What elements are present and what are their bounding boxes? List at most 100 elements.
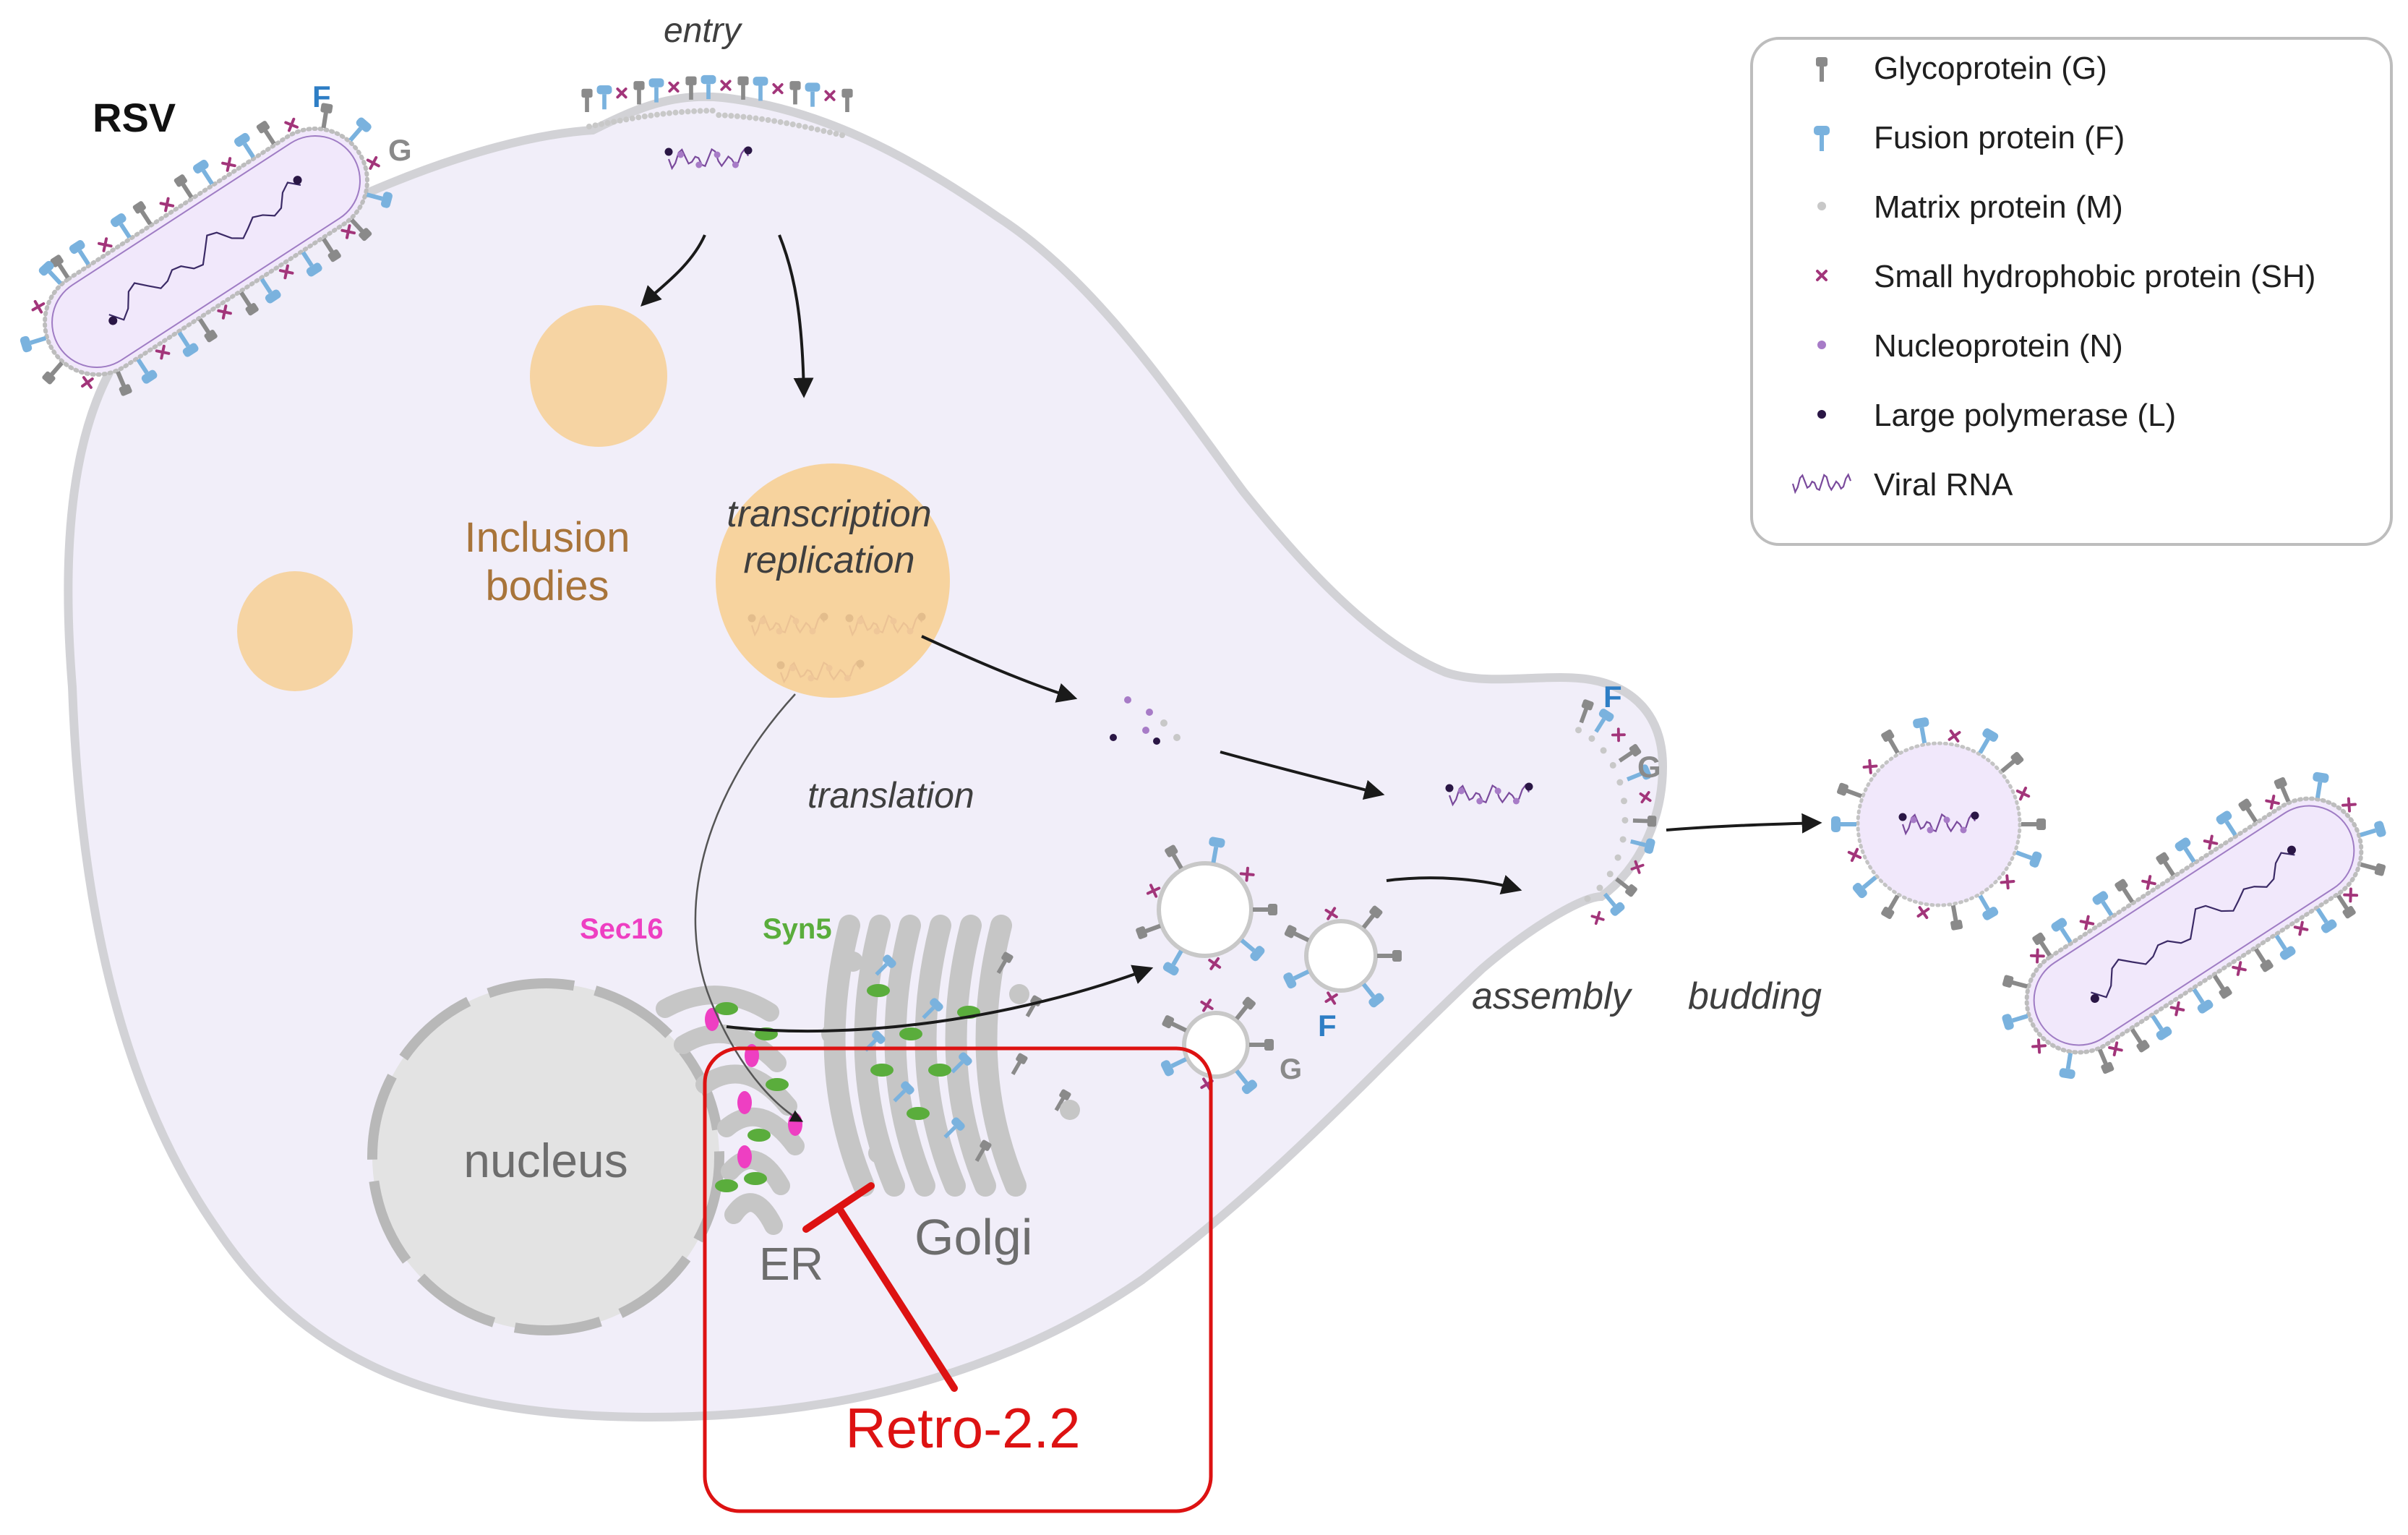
glycoprotein-icon [1880, 728, 1903, 756]
matrix-protein-dot [592, 122, 599, 129]
nucleoprotein-dot [1960, 826, 1967, 834]
virion-f-label: F [312, 80, 331, 114]
glycoprotein-icon [841, 88, 853, 112]
fusion-protein-icon [753, 77, 768, 101]
ribonucleoprotein-entry [664, 146, 753, 171]
polymerase-dot [1898, 813, 1907, 821]
legend-item-label: Matrix protein (M) [1874, 189, 2123, 225]
entry-label: entry [664, 12, 743, 50]
fusion-protein-icon [596, 85, 612, 110]
transport-vesicle [1282, 905, 1402, 1009]
fusion-protein-icon [2001, 1008, 2031, 1031]
matrix-protein-dot [1575, 727, 1582, 734]
golgi-vesicle [1009, 984, 1029, 1004]
nucleoprotein-dot [1512, 798, 1520, 805]
er-cisterna [721, 1150, 790, 1195]
translated-protein-dot [1160, 719, 1167, 727]
replication-label: replication [743, 539, 914, 581]
matrix-protein-dot [703, 108, 710, 114]
assembly-label: assembly [1472, 975, 1633, 1017]
fusion-protein-icon [2357, 820, 2387, 843]
syn5-marker [715, 1179, 738, 1192]
matrix-protein-dot [1616, 779, 1624, 786]
nucleus-label: nucleus [463, 1134, 628, 1187]
legend-item-label: Glycoprotein (G) [1874, 51, 2107, 86]
nucleoprotein-dot [695, 161, 703, 168]
golgi-label: Golgi [914, 1209, 1032, 1265]
matrix-protein-dot [721, 112, 728, 119]
glycoprotein-icon [633, 81, 645, 105]
matrix-protein-dot [709, 108, 716, 114]
vesicle-g-label: G [1280, 1053, 1302, 1085]
matrix-protein-dot [728, 113, 734, 119]
transport-vesicle [1160, 996, 1274, 1096]
matrix-protein-dot [691, 108, 698, 114]
virion-g-label: G [388, 133, 412, 167]
translation-label: translation [807, 775, 974, 816]
golgi-apparatus [821, 915, 1080, 1197]
fusion-protein-icon [2058, 1051, 2078, 1079]
legend-item: Nucleoprotein (N) [1817, 328, 2123, 364]
syn5-marker [870, 1064, 894, 1077]
translated-protein-dot [1153, 737, 1160, 745]
matrix-protein-dot [802, 124, 808, 130]
arrow-replication-to-proteins [921, 635, 1078, 703]
matrix-protein-dot [648, 112, 654, 119]
matrix-protein-dot [629, 115, 635, 121]
nucleoprotein-dot [714, 151, 721, 158]
polymerase-dot [1445, 784, 1454, 792]
matrix-protein-dot [771, 118, 778, 124]
matrix-protein-dot [746, 114, 753, 121]
small-hydrophobic-protein-icon [2169, 1001, 2185, 1017]
matrix-protein-dot [586, 124, 592, 129]
small-hydrophobic-protein-icon [824, 90, 836, 101]
legend-item: Large polymerase (L) [1817, 398, 2176, 433]
er-cisterna [717, 1107, 805, 1155]
legend-item-label: Small hydrophobic protein (SH) [1874, 259, 2315, 294]
glycoprotein-icon [2359, 858, 2386, 877]
small-hydrophobic-protein-icon [81, 376, 94, 389]
sec16-marker [737, 1145, 752, 1168]
nucleoprotein-dot [1494, 787, 1501, 795]
arrow-entry-to-inclusion [640, 234, 706, 307]
matrix-protein-dot [1584, 895, 1591, 902]
matrix-protein-dot [654, 111, 660, 118]
matrix-protein-dot [808, 125, 815, 132]
matrix-protein-dot [611, 119, 617, 125]
golgi-cisterna [914, 915, 966, 1197]
translated-protein-dot [1173, 734, 1181, 741]
golgi-vesicle [821, 1024, 841, 1044]
legend-box [1750, 37, 2393, 546]
small-hydrophobic-protein-icon [221, 157, 236, 172]
arrow-assembly-to-budding [1666, 813, 1822, 834]
matrix-protein-dot [672, 109, 679, 116]
matrix-protein-dot [617, 117, 623, 124]
small-hydrophobic-protein-icon [2031, 1038, 2047, 1054]
inhibitor-label: Retro-2.2 [845, 1396, 1080, 1460]
small-hydrophobic-protein-icon [2141, 875, 2156, 890]
matrix-protein-dot [666, 110, 672, 116]
small-hydrophobic-protein-icon [2265, 795, 2280, 810]
syn5-marker [747, 1129, 771, 1142]
golgi-cisterna [823, 915, 875, 1197]
arrow-vesicles-to-assembly [1386, 875, 1522, 894]
polymerase-dot [2090, 993, 2099, 1003]
golgi-vesicle [843, 952, 863, 972]
assembly-membrane-patch [1575, 698, 1657, 925]
budding-label: budding [1688, 975, 1822, 1017]
small-hydrophobic-protein-icon [772, 83, 784, 95]
transcription-label: transcription [727, 493, 931, 535]
syn5-marker [907, 1107, 930, 1120]
matrix-protein-dot [1588, 735, 1595, 742]
er-cisterna [674, 1024, 787, 1072]
fusion-protein-icon [1831, 816, 1856, 832]
glycoprotein-icon [2094, 1047, 2115, 1075]
matrix-protein-dot [641, 114, 648, 120]
nucleus [372, 983, 719, 1330]
matrix-protein-dot [789, 121, 796, 128]
translated-protein-dot [1124, 696, 1131, 704]
matrix-protein-dot [599, 121, 605, 127]
entry-membrane-patch [581, 74, 853, 138]
large-polymerase-icon [1817, 410, 1826, 419]
translated-protein-dot [1146, 709, 1153, 716]
